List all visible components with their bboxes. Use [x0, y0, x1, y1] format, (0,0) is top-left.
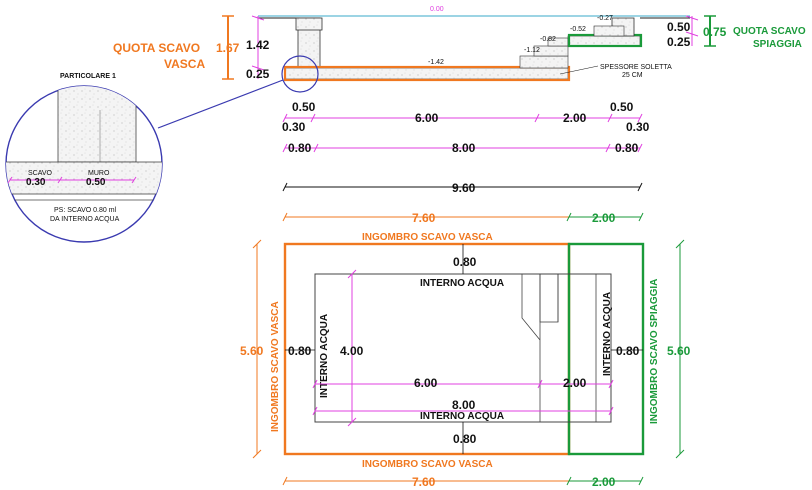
water-level-mark: 0.00: [430, 6, 444, 13]
plan-stairs: [539, 273, 559, 323]
slab-note-1: SPESSORE SOLETTA: [600, 64, 672, 71]
plan-width-interior: 4.00: [340, 344, 364, 358]
dimension-rows: 0.50 6.00 2.00 0.50 0.30 0.30 0.80 8.00 …: [282, 100, 650, 225]
right-quota-label-2: SPIAGGIA: [753, 39, 802, 50]
plan-bottom-label: INGOMBRO SCAVO VASCA: [362, 459, 493, 470]
right-quota-label-1: QUOTA SCAVO: [733, 26, 806, 37]
slab-note-leader: [559, 65, 599, 75]
left-depth-value: 1.42: [246, 38, 270, 52]
detail-callout-circle: [281, 55, 319, 93]
plan-interno-top: INTERNO ACQUA: [420, 278, 504, 289]
dim-row1-b: 6.00: [415, 111, 439, 125]
plan-left-vertical-label: INGOMBRO SCAVO VASCA: [270, 301, 281, 432]
plan-interno-left: INTERNO ACQUA: [319, 314, 330, 398]
step-mark-3: -0.52: [570, 26, 586, 33]
plan-offset-top: 0.80: [453, 255, 477, 269]
plan-pool-length: 6.00: [414, 376, 438, 390]
dim-row1-c: 2.00: [563, 111, 587, 125]
detail-slab: [6, 161, 162, 195]
detail-scavo-label: SCAVO: [28, 170, 53, 177]
plan-view: INGOMBRO SCAVO VASCA INGOMBRO SCAVO VASC…: [240, 232, 691, 489]
plan-beach-length: 2.00: [563, 376, 587, 390]
plan-right-vertical-label: INGOMBRO SCAVO SPIAGGIA: [649, 279, 660, 424]
dim-row1-sub-d: 0.30: [626, 120, 650, 134]
detail-note-2: DA INTERNO ACQUA: [50, 216, 120, 223]
plan-height-right: 5.60: [667, 344, 691, 358]
plan-bottom-spiaggia: 2.00: [592, 475, 616, 489]
dim-row2-c: 0.80: [615, 141, 639, 155]
detail-muro-value: 0.50: [86, 177, 106, 188]
pool-slab: [284, 67, 569, 80]
plan-height-left: 5.60: [240, 344, 264, 358]
dim-row3-total: 9.60: [452, 181, 476, 195]
plan-top-label: INGOMBRO SCAVO VASCA: [362, 232, 493, 243]
dim-row2-b: 8.00: [452, 141, 476, 155]
left-quota-value: 1.67: [216, 41, 240, 55]
cross-section: 0.00 -1.42 -1.12 -0.82 -0.52 -0.27 SPESS…: [113, 6, 806, 82]
dim-row1-d: 0.50: [610, 100, 634, 114]
left-wall-cap: [295, 17, 323, 31]
plan-interno-bottom: INTERNO ACQUA: [420, 411, 504, 422]
beach-platform: [567, 35, 641, 47]
left-quota-label-1: QUOTA SCAVO: [113, 41, 200, 55]
right-total-value: 0.75: [703, 25, 727, 39]
detail-leader-line: [157, 79, 284, 129]
detail-title: PARTICOLARE 1: [60, 73, 116, 80]
detail-note-1: PS: SCAVO 0.80 ml: [54, 207, 117, 214]
step-4: [519, 55, 569, 69]
slab-excavation-outline: [283, 65, 571, 82]
plan-beach-excavation: [567, 242, 645, 456]
detail-wall: [57, 86, 137, 163]
step-mark-4: -0.27: [597, 15, 613, 22]
slab-note-2: 25 CM: [622, 72, 643, 79]
right-wall-inner: [593, 25, 625, 37]
step-mark-1: -1.12: [524, 47, 540, 54]
detail-scavo-value: 0.30: [26, 177, 46, 188]
step-mark-2: -0.82: [540, 36, 556, 43]
plan-offset-bottom: 0.80: [453, 432, 477, 446]
dim-row4-vasca: 7.60: [412, 211, 436, 225]
left-slab-value: 0.25: [246, 67, 270, 81]
plan-bottom-vasca: 7.60: [412, 475, 436, 489]
dim-row1-a: 0.50: [292, 100, 316, 114]
detail-muro-label: MURO: [88, 170, 110, 177]
right-top-value: 0.50: [667, 20, 691, 34]
plan-interno-right: INTERNO ACQUA: [602, 292, 613, 376]
dim-row1-sub-a: 0.30: [282, 120, 306, 134]
detail-1: PARTICOLARE 1 SCAVO MURO 0.30 0.50 PS: S…: [5, 55, 319, 243]
dim-row4-spiaggia: 2.00: [592, 211, 616, 225]
plan-offset-left: 0.80: [288, 344, 312, 358]
right-slab-value: 0.25: [667, 35, 691, 49]
plan-total-length: 8.00: [452, 398, 476, 412]
plan-stairs-ramp: [521, 274, 541, 341]
left-quota-label-2: VASCA: [164, 57, 205, 71]
dim-row2-a: 0.80: [288, 141, 312, 155]
slab-mark: -1.42: [428, 59, 444, 66]
plan-offset-right: 0.80: [616, 344, 640, 358]
